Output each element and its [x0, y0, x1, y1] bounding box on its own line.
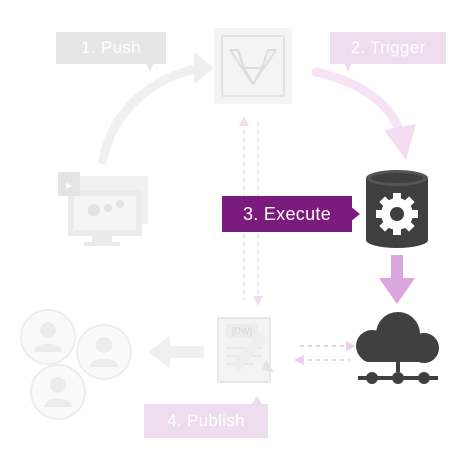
execute-step-tag: 3. Execute — [222, 196, 352, 232]
build-server-icon — [366, 170, 428, 248]
gitlab-logo — [214, 28, 292, 104]
publish-step-tag: 4. Publish — [144, 404, 268, 438]
push-step-label: 1. Push — [81, 38, 141, 57]
execute-down-arrow — [379, 255, 415, 304]
trigger-arrowhead — [384, 124, 416, 160]
push-arrow — [98, 63, 205, 165]
document-header-text: [DW] — [232, 326, 252, 336]
push-arrowhead — [194, 52, 214, 84]
execute-tag-pointer — [350, 206, 360, 222]
sync-arrows-horizontal — [300, 345, 350, 361]
cloud-network-icon — [356, 312, 439, 384]
trigger-step-label: 2. Trigger — [350, 38, 426, 57]
publish-step-label: 4. Publish — [167, 411, 245, 430]
push-tag-pointer — [146, 62, 154, 72]
push-step-tag: 1. Push — [56, 32, 166, 64]
trigger-arrow — [311, 67, 405, 139]
trigger-tag-pointer — [344, 62, 352, 72]
publish-tag-pointer — [252, 396, 262, 404]
users-icon — [20, 309, 132, 420]
execute-step-label: 3. Execute — [242, 203, 332, 224]
publish-arrow — [148, 336, 204, 368]
trigger-step-tag: 2. Trigger — [330, 32, 446, 64]
documentation-icon — [217, 317, 274, 383]
svg-text:▸: ▸ — [66, 178, 72, 192]
developer-computer-icon: ▸ — [58, 172, 148, 246]
